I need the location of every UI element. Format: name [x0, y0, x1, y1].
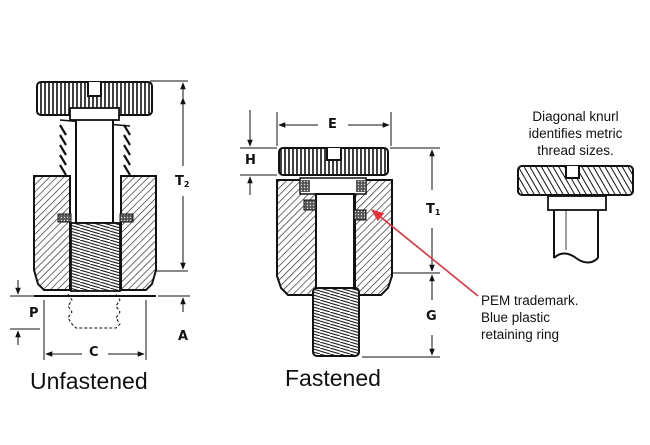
note-diagonal-knurl-line-3: thread sizes. [537, 143, 614, 158]
unfastened-ferrule-body [33, 175, 157, 297]
fastened-knurled-cap [278, 147, 389, 176]
fastened-screw-shaft [303, 193, 367, 357]
dim-label-a: A [178, 329, 189, 344]
note-pem-line-2: Blue plastic [481, 310, 551, 325]
note-pem-line-3: retaining ring [481, 327, 560, 342]
dim-label-g: G [426, 309, 437, 324]
unfastened-screw-shaft [67, 107, 121, 329]
caption-unfastened: Unfastened [30, 368, 148, 394]
dim-label-t2: T2 [175, 174, 190, 189]
fastened-dimensions [240, 110, 440, 358]
dim-label-t1: T1 [426, 202, 441, 217]
unfastened-fastener [33, 81, 157, 329]
dim-label-e: E [328, 117, 337, 132]
note-diagonal-knurl: Diagonal knurl identifies metric thread … [508, 108, 643, 159]
diagonal-knurl-detail [517, 165, 634, 264]
note-pem-line-1: PEM trademark. [481, 293, 579, 308]
unfastened-dimensions [10, 80, 190, 360]
note-diagonal-knurl-line-2: identifies metric [528, 126, 623, 141]
dim-label-p: P [29, 306, 39, 321]
note-pem-trademark: PEM trademark. Blue plastic retaining ri… [481, 292, 579, 343]
dim-label-c: C [89, 345, 99, 360]
note-diagonal-knurl-line-1: Diagonal knurl [532, 109, 619, 124]
unfastened-knurled-cap [36, 81, 153, 116]
pem-leader-arrow [371, 209, 479, 297]
caption-fastened: Fastened [285, 365, 381, 391]
fastened-fastener [276, 147, 393, 357]
dim-label-h: H [245, 153, 256, 168]
